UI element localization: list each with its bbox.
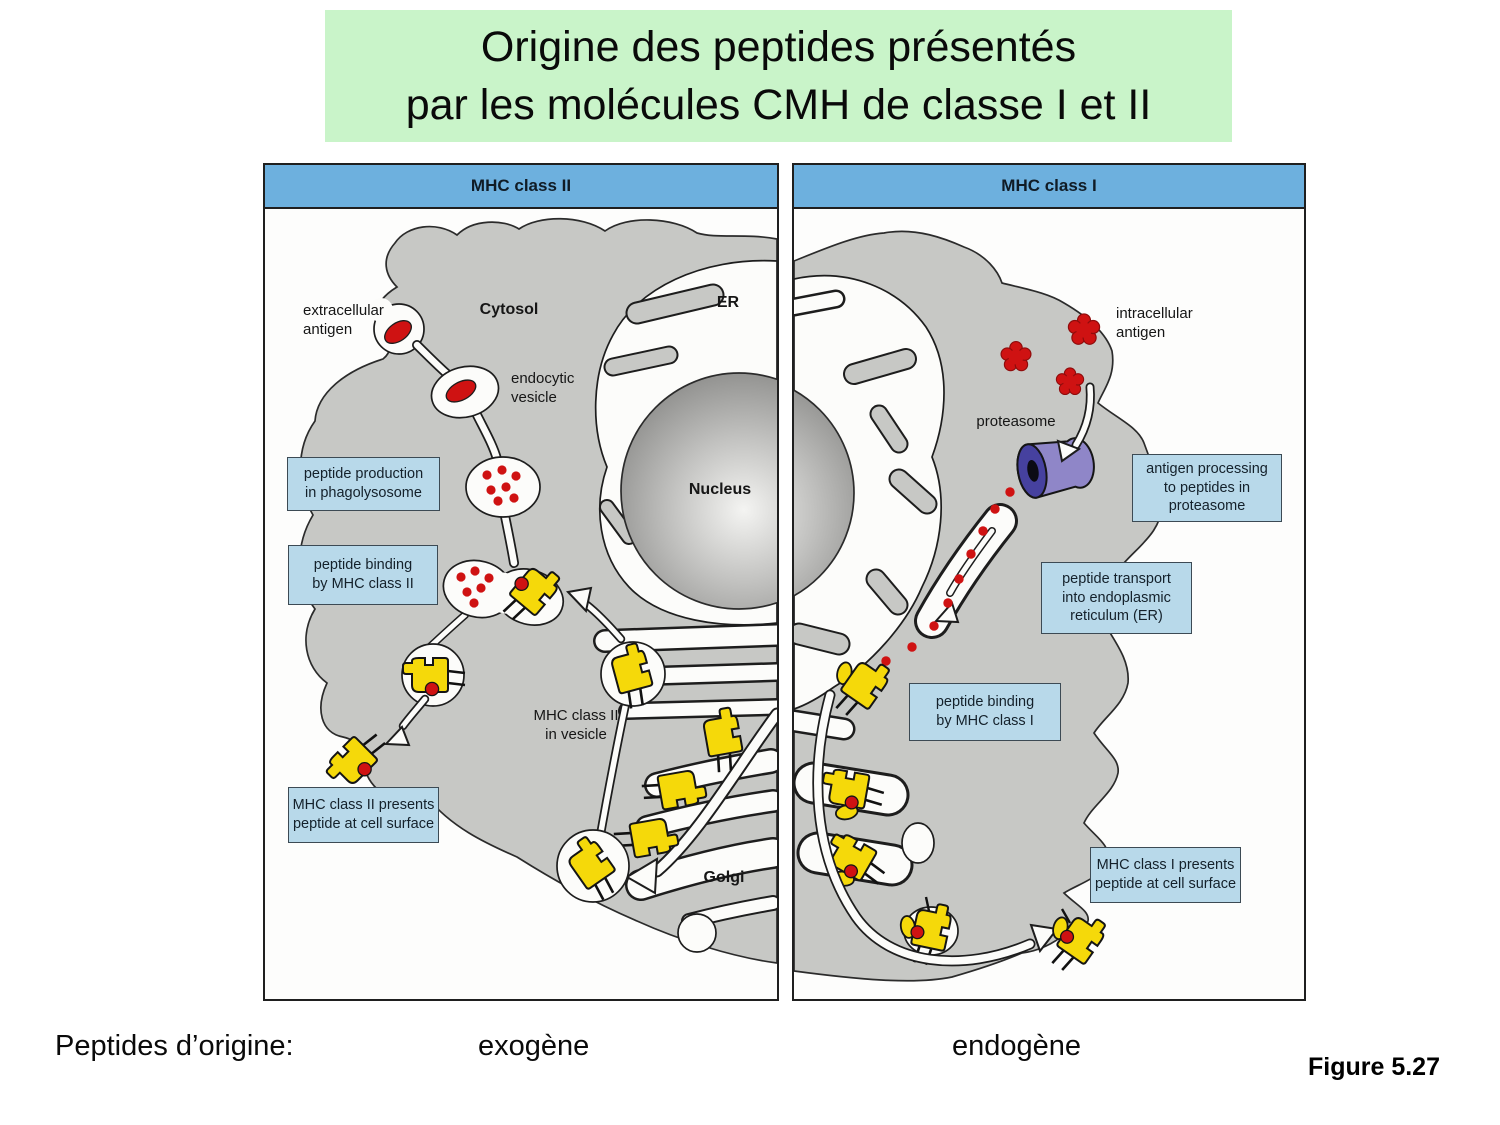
box-mhc-ii-presents: MHC class II presents peptide at cell su… [288,787,439,843]
box-peptide-binding-ii: peptide binding by MHC class II [288,545,438,605]
footer-origin-label: Peptides d’origine: [55,1030,294,1062]
box-peptide-binding-i: peptide binding by MHC class I [909,683,1061,741]
antigen-in-vesicle [445,379,477,403]
peptide-dots [482,465,521,506]
endocytic-channel [412,340,519,661]
label-golgi: Golgi [703,869,745,886]
exocytic-band [652,709,777,876]
surface-arrow [400,696,428,729]
nucleus [620,372,777,610]
panel-mhc-class-i: MHC class I [792,163,1306,1001]
er-cisterna [605,347,677,375]
membrane-anchor [924,896,931,912]
extracellular-antigen-particle [384,320,412,344]
peptide-trail [881,487,1015,666]
transport-arrow [947,528,995,596]
cove-opening [369,298,393,322]
panel-mhc-class-ii: MHC class II [263,163,779,1001]
er-cisterna [627,285,723,323]
transport-arrowhead [933,601,960,624]
label-endocytic-vesicle: endocytic vesicle [511,370,575,406]
golgi-vesicle [677,913,717,953]
panel-header-mhc-class-i: MHC class I [794,165,1304,209]
golgi-to-vesicle-arrowhead [625,857,659,895]
mhc-class-i-diagram [794,230,1163,982]
empty-vesicle [901,822,935,864]
er-cisternae [794,348,938,656]
to-surface-arrowhead [383,725,411,747]
panel-header-mhc-class-ii: MHC class II [265,165,777,209]
mhc-class-ii-diagram [298,217,777,964]
secretory-arrowhead [1029,923,1059,954]
nucleus [794,389,855,597]
label-proteasome: proteasome [976,413,1056,430]
peptide-dots [456,566,494,608]
label-nucleus: Nucleus [688,481,752,498]
figure-reference: Figure 5.27 [1308,1053,1440,1081]
er-cisterna [601,501,635,543]
footer-exogenous-label: exogène [478,1030,590,1062]
label-extracellular-antigen: extracellular antigen [303,302,384,338]
er-cisterna [794,292,843,314]
label-intracellular-antigen: intracellular antigen [1116,305,1193,341]
box-antigen-processing: antigen processing to peptides in protea… [1132,454,1282,522]
secretory-arrow [814,691,1034,965]
to-binding-arrowhead [565,586,593,614]
label-er: ER [716,294,740,311]
to-proteasome-arrowhead [1056,439,1082,463]
to-proteasome-arrow [1073,384,1094,448]
slide-title: Origine des peptides présentés par les m… [325,10,1232,142]
box-mhc-i-presents: MHC class I presents peptide at cell sur… [1090,847,1241,903]
box-peptide-transport: peptide transport into endoplasmic retic… [1041,562,1192,634]
label-mhc-in-vesicle: MHC class II in vesicle [533,707,619,743]
label-cytosol: Cytosol [479,301,539,318]
recycle-arrow [584,602,624,642]
membrane-anchor [1060,908,1072,924]
box-peptide-production: peptide production in phagolysosome [287,457,440,511]
footer-endogenous-label: endogène [952,1030,1082,1062]
